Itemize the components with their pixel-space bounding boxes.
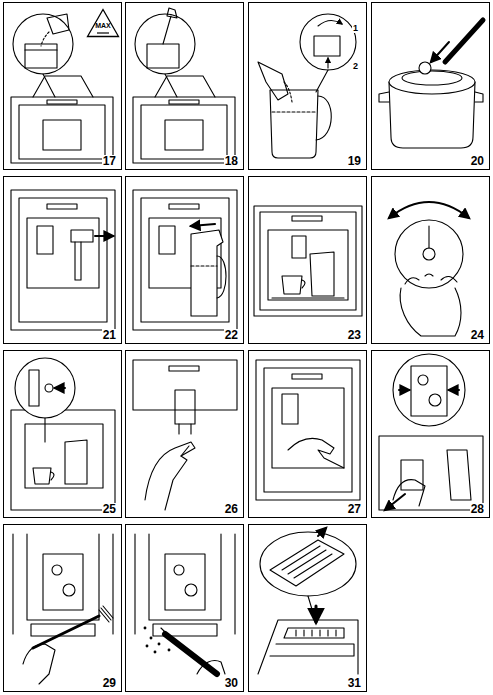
- step-panel: 17 MAX: [3, 2, 122, 170]
- step-panel: 18: [125, 2, 244, 170]
- step-panel: 29: [3, 524, 122, 692]
- step-panel: 24: [371, 176, 490, 344]
- step-panel: 31: [248, 524, 367, 692]
- step-number: 27: [347, 503, 362, 515]
- step-panel: 26: [125, 350, 244, 518]
- callout-number: 2: [352, 62, 359, 71]
- attach-carafe-illustration: [133, 190, 237, 330]
- vacuum-clean-illustration: [135, 534, 235, 674]
- step-panel: 22: [125, 176, 244, 344]
- step-panel: 28: [371, 350, 490, 518]
- step-number: 31: [347, 677, 362, 689]
- step-number: 24: [470, 329, 485, 341]
- remove-brew-unit-illustration: [379, 354, 483, 510]
- step-panel: 20: [371, 2, 490, 170]
- step-number: 20: [470, 155, 485, 167]
- rotate-knob-illustration: [389, 202, 469, 336]
- clean-spout-illustration: [133, 360, 237, 510]
- step-number: 23: [347, 329, 362, 341]
- step-panel: 30: [125, 524, 244, 692]
- step-number: 25: [102, 503, 117, 515]
- pot-valve-illustration: [379, 20, 483, 148]
- milk-jug-illustration: [258, 14, 356, 158]
- step-number: 21: [102, 329, 117, 341]
- brush-clean-illustration: [13, 534, 113, 684]
- drip-tray-illustration: [258, 528, 358, 674]
- step-panel: 19: [248, 2, 367, 170]
- step-number: 26: [224, 503, 239, 515]
- remove-nozzle-illustration: [11, 190, 115, 330]
- warning-triangle: MAX: [86, 8, 120, 38]
- step-number: 22: [224, 329, 239, 341]
- step-panel: 27: [248, 350, 367, 518]
- press-button-illustration: [11, 358, 115, 510]
- clean-tank-illustration: [133, 8, 235, 163]
- step-number: 19: [347, 155, 362, 167]
- machine-with-cup-illustration: [254, 206, 362, 316]
- step-number: 28: [470, 503, 485, 515]
- reach-inside-illustration: [256, 360, 360, 500]
- step-number: 30: [224, 677, 239, 689]
- step-panel: 23: [248, 176, 367, 344]
- step-panel: 21: [3, 176, 122, 344]
- warning-label: MAX: [86, 22, 120, 29]
- step-number: 29: [102, 677, 117, 689]
- step-number: 17: [102, 155, 117, 167]
- step-panel: 25: [3, 350, 122, 518]
- callout-number: 1: [352, 24, 359, 33]
- step-number: 18: [224, 155, 239, 167]
